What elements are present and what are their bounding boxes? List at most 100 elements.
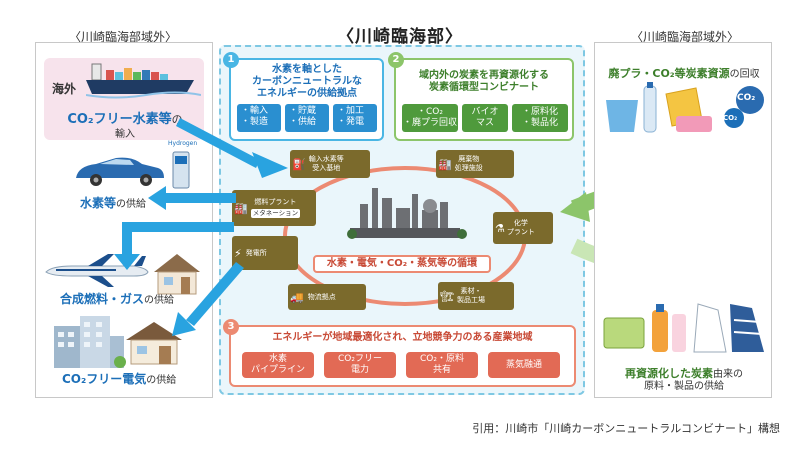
co2-label-large: CO₂ [737,93,756,103]
import-sub: 輸入 [115,129,135,140]
facility-logistics: 🚚 物流拠点 [288,284,366,310]
cycle-label: 水素・電気・CO₂・蒸気等の循環 [313,255,491,273]
power-supply-text: CO₂フリー電気の供給 [62,370,176,387]
box2-title-line: 域内外の炭素を再資源化する [419,70,549,81]
import-title-bold: CO₂フリー水素等 [67,112,172,127]
box2-number: 2 [388,52,404,68]
box1-number: 1 [223,52,239,68]
facility-text: 素材・ [460,287,482,295]
facility-chemical: ⚗ 化学 プラント [493,212,553,244]
recycled-line2: 原料・製品の供給 [644,381,724,392]
box1-pill: ・貯蔵 ・供給 [285,104,329,132]
collect-suffix: の回収 [729,69,760,80]
pill-line: ・輸入 [241,106,269,116]
facility-text: 化学 [513,219,528,227]
box2-pill: ・原料化 ・製品化 [512,104,568,132]
fuel-supply-bold: 合成燃料・ガス [60,292,145,306]
box3-pill: CO₂フリー 電力 [324,352,396,378]
center-title: 〈川崎臨海部〉 [337,27,463,47]
cargo-ship-icon [86,63,201,99]
pill-line: 電力 [350,365,369,375]
recycled-products-icon [603,303,764,353]
facility-waste: 🏭 廃棄物 処理施設 [436,150,514,178]
pill-line: ・製造 [241,117,269,127]
left-region-label: 〈川崎臨海部域外〉 [68,30,177,44]
box2-pill: バイオ マス [462,104,508,132]
fuel-supply-suffix: の供給 [144,295,175,306]
box1-pill: ・輸入 ・製造 [237,104,281,132]
fuel-cell-car-icon [76,157,164,186]
box3-pill: 蒸気融通 [488,352,560,378]
pill-line: 蒸気融通 [505,360,542,370]
facility-import-base: ⛽ 輸入水素等 受入基地 [290,150,370,178]
facility-text: 輸入水素等 [308,155,344,163]
box3-number: 3 [223,319,239,335]
box2-title-line: 炭素循環型コンビナート [429,82,539,93]
facility-power-plant: ⚡ 発電所 [232,236,298,270]
box2-pill: ・CO₂ ・廃プラ回収 [402,104,458,132]
hydrogen-supply-suffix: の供給 [116,199,147,210]
pill-line: マス [475,118,494,128]
factory-skyline-icon [350,188,460,238]
facility-text: 製品工場 [456,296,485,304]
facility-fuel-plant: 🏭 燃料プラント メタネーション [232,190,316,226]
hydrogen-station-label: Hydrogen [168,140,198,147]
citation: 引用：川崎市「川崎カーボンニュートラルコンビナート」構想 [472,422,780,435]
pill-line: 共有 [432,365,451,375]
pill-line: バイオ [471,107,499,117]
facility-text: 廃棄物 [458,155,480,163]
pill-line: パイプライン [250,365,305,375]
import-title: CO₂フリー水素等の [50,108,200,127]
tree-icon [347,229,467,239]
box1-title-line: 水素を軸とした [272,64,342,75]
waste-plastics-icon [606,82,712,133]
facility-materials: 🏗 素材・ 製品工場 [438,282,514,310]
pill-line: CO₂フリー [338,354,382,364]
house-icon [154,254,200,295]
pill-line: ・製品化 [521,118,558,128]
box3-title: エネルギーが地域最適化され、立地競争力のある産業地域 [272,332,533,343]
pill-line: ・供給 [289,117,317,127]
recycled-suffix: 由来の [713,369,743,380]
home-icon [126,322,182,365]
co2-label-small: CO₂ [723,114,738,122]
pill-line: 水素 [268,354,287,364]
collect-text: 廃プラ・CO₂等炭素資源の回収 [600,62,768,81]
power-supply-bold: CO₂フリー電気 [62,372,147,386]
collect-bold: 廃プラ・CO₂等炭素資源 [608,67,730,80]
box3-pill: CO₂・原料 共有 [406,352,478,378]
overseas-label: 海外 [52,82,77,96]
box3-pill: 水素 パイプライン [242,352,314,378]
box1-title-line: エネルギーの供給拠点 [257,88,357,99]
methanation-tag: メタネーション [250,209,301,218]
office-building-icon [54,316,126,368]
pill-line: ・貯蔵 [289,106,317,116]
hydrogen-supply-text: 水素等の供給 [80,194,146,211]
pill-line: ・加工 [337,106,365,116]
facility-text: 処理施設 [454,164,483,172]
power-supply-suffix: の供給 [146,375,177,386]
box1-title: 水素を軸とした カーボンニュートラルな エネルギーの供給拠点 [232,64,382,100]
pill-line: ・発電 [337,117,365,127]
hydrogen-station-icon [172,151,190,189]
box2-title: 域内外の炭素を再資源化する 炭素循環型コンビナート [398,70,570,94]
facility-text: 燃料プラント [254,198,297,206]
import-title-suffix: の [171,113,183,126]
recycled-text: 再資源化した炭素由来の [600,362,768,381]
facility-text: 受入基地 [312,164,341,172]
recycled-bold: 再資源化した炭素 [625,367,713,380]
facility-text: プラント [506,228,535,236]
pill-line: ・廃プラ回収 [402,118,457,128]
co2-bubble-icon [724,86,764,128]
pill-line: CO₂・原料 [420,354,464,364]
facility-text: 物流拠点 [307,292,336,301]
airplane-icon [45,254,149,287]
facility-text: 発電所 [245,248,267,257]
fuel-supply-text: 合成燃料・ガスの供給 [60,290,174,307]
pill-line: ・原料化 [521,107,558,117]
right-region-label: 〈川崎臨海部域外〉 [630,30,739,44]
hydrogen-supply-bold: 水素等 [80,196,117,210]
pill-line: ・CO₂ [417,107,443,117]
box1-title-line: カーボンニュートラルな [252,76,362,87]
box1-pill: ・加工 ・発電 [333,104,377,132]
